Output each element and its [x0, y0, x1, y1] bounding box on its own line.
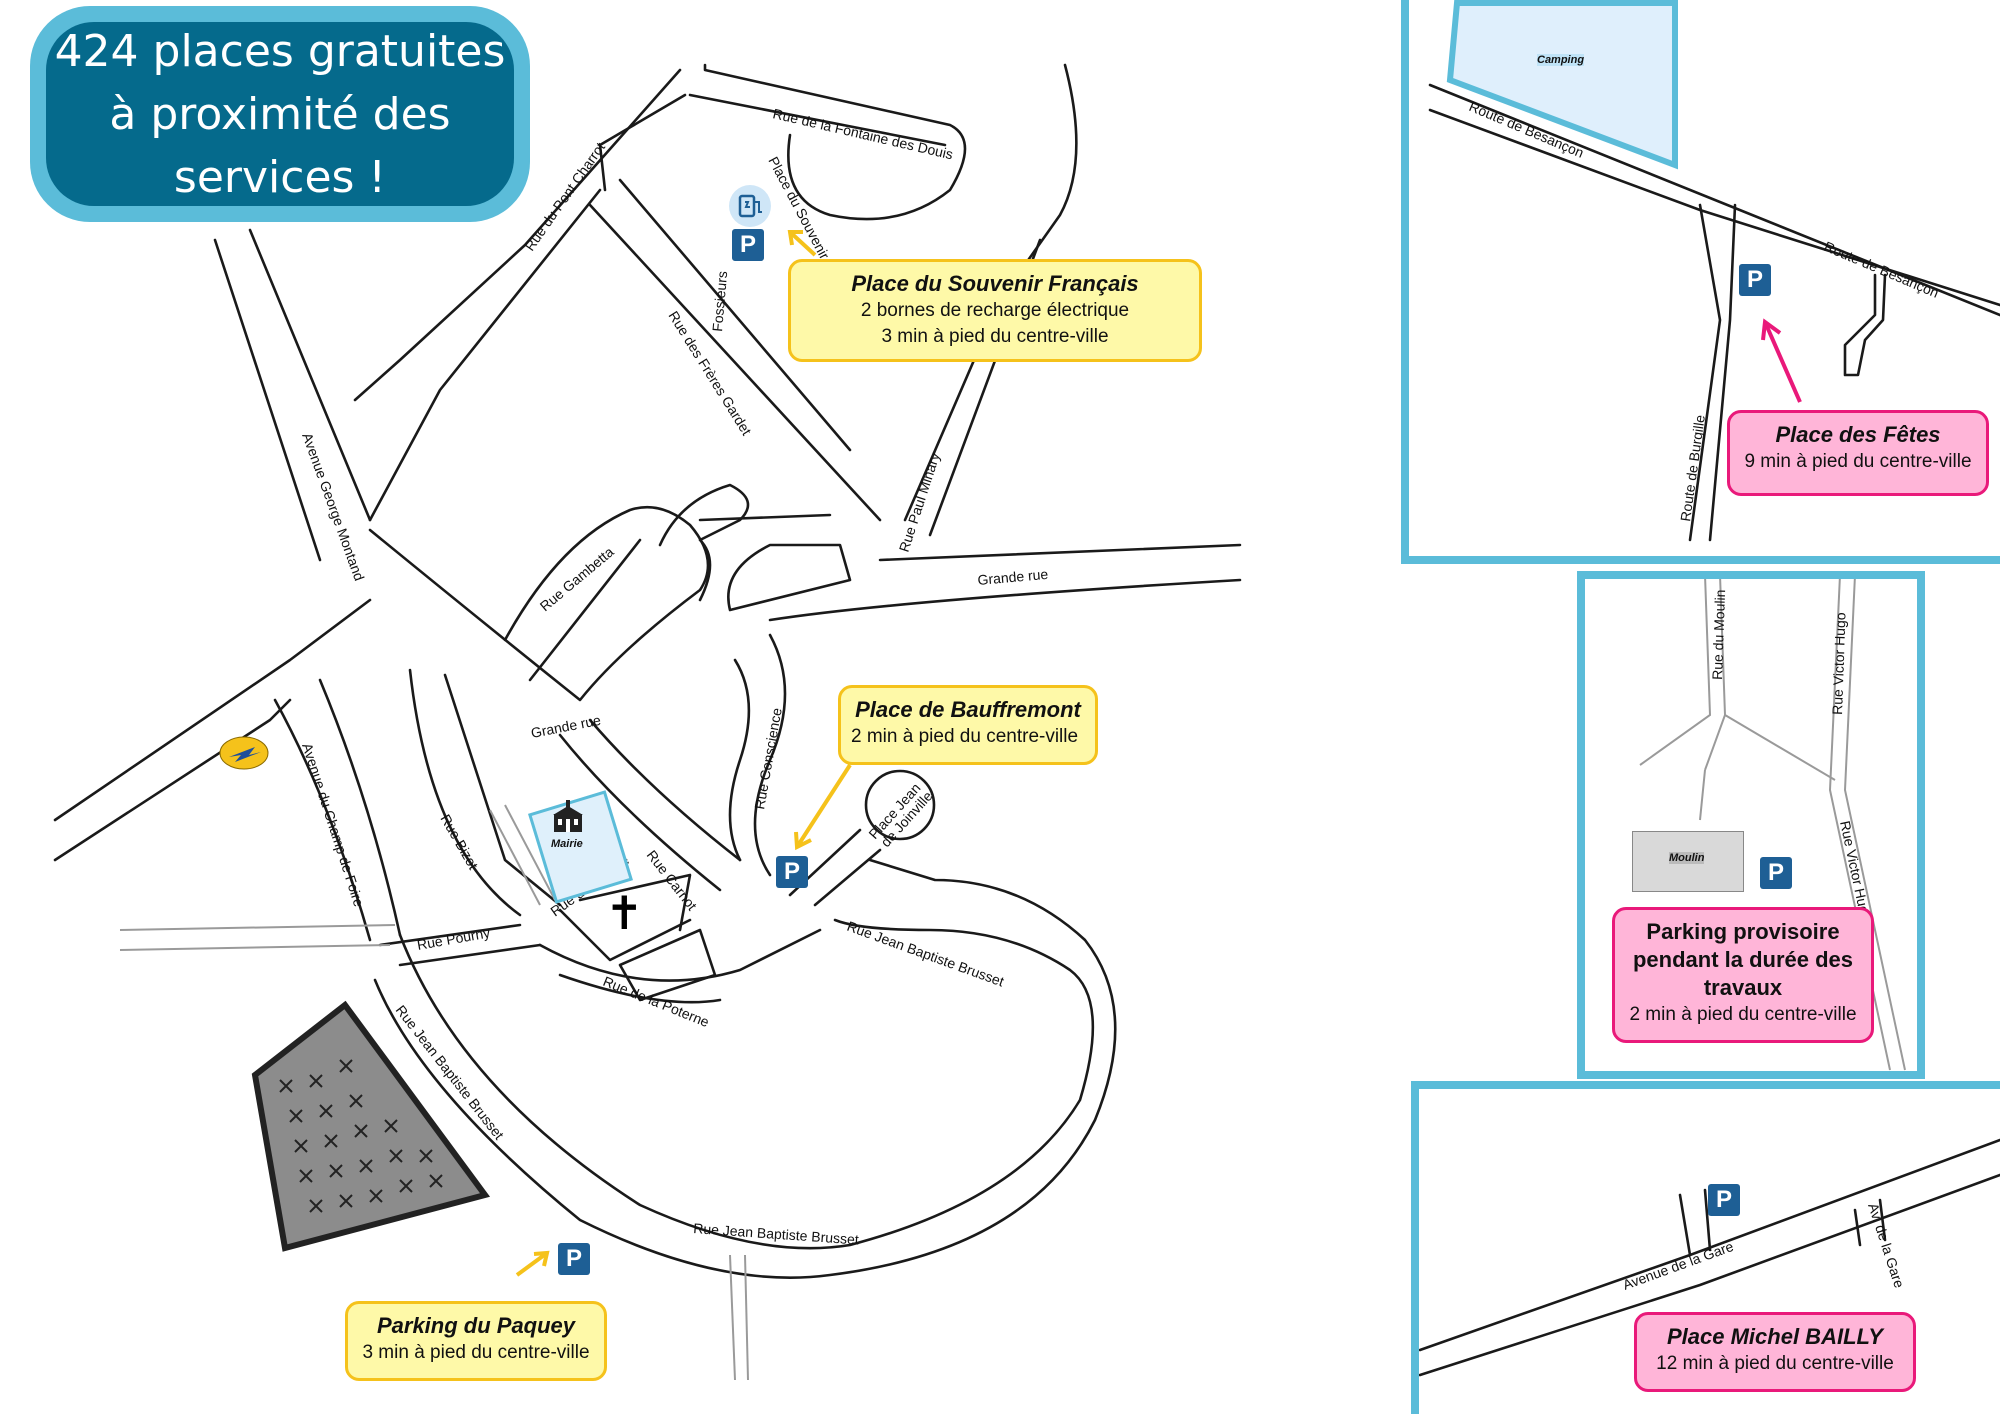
headline-line-1: 424 places gratuites	[54, 25, 506, 77]
callout-place-bauffremont[interactable]: Place de Bauffremont 2 min à pied du cen…	[838, 685, 1098, 765]
street-burgille: Route de Burgille	[1677, 414, 1708, 523]
street-fontaine-douis: Rue de la Fontaine des Douis	[771, 105, 954, 162]
callout-parking-paquey[interactable]: Parking du Paquey 3 min à pied du centre…	[345, 1301, 607, 1381]
parking-icon-souvenir[interactable]: P	[732, 229, 764, 261]
callout-place-des-fetes[interactable]: Place des Fêtes 9 min à pied du centre-v…	[1727, 410, 1989, 496]
headline-banner: 424 places gratuites à proximité des ser…	[30, 6, 530, 222]
callout-detail: 3 min à pied du centre-ville	[881, 326, 1109, 347]
ev-charging-icon	[729, 185, 771, 227]
callout-parking-provisoire[interactable]: Parking provisoire pendant la durée des …	[1612, 907, 1874, 1043]
street-conscience: Rue Conscience	[751, 706, 785, 810]
inset-frame-fetes	[1401, 0, 2000, 564]
cemetery-crosses	[279, 1059, 443, 1213]
parking-icon-fetes[interactable]: P	[1739, 264, 1771, 296]
parking-icon-paquey[interactable]: P	[558, 1243, 590, 1275]
cemetery-area	[251, 1000, 491, 1252]
street-moulin: Rue du Moulin	[1709, 589, 1728, 680]
moulin-building: Moulin	[1632, 831, 1744, 892]
callout-place-souvenir-francais[interactable]: Place du Souvenir Français 2 bornes de r…	[788, 259, 1202, 362]
callout-title-3: travaux	[1703, 975, 1783, 1000]
post-office-icon	[219, 736, 269, 770]
callout-title-1: Parking provisoire	[1646, 919, 1840, 944]
street-victor-hugo-1: Rue Victor Hugo	[1829, 612, 1849, 715]
main-map-roads	[53, 63, 1242, 1381]
town-hall-icon	[553, 800, 583, 832]
street-champ-de-foire: Avenue du Champ de Foire	[299, 741, 367, 909]
callout-detail: 2 bornes de recharge électrique	[860, 300, 1130, 321]
church-cross-icon: ✝	[605, 886, 644, 940]
street-grande-rue-west: Grande rue	[530, 712, 603, 741]
headline-text: 424 places gratuites à proximité des ser…	[46, 22, 514, 206]
street-bizot: Rue Bizot	[437, 812, 481, 873]
arrow-icons	[515, 230, 1802, 1277]
street-gambetta: Rue Gambetta	[537, 543, 617, 614]
arrow-icon	[795, 763, 852, 849]
callout-detail: 9 min à pied du centre-ville	[1744, 451, 1972, 472]
callout-title-2: pendant la durée des	[1632, 947, 1854, 972]
inset-frame-provisoire	[1577, 571, 1925, 1079]
street-paul-minary: Rue Paul Minary	[896, 451, 943, 554]
callout-detail: 3 min à pied du centre-ville	[362, 1342, 590, 1363]
street-brusset-south: Rue Jean Baptiste Brusset	[693, 1220, 860, 1248]
camping-area	[1446, 0, 1678, 170]
mairie-label: Mairie	[551, 838, 583, 850]
street-carnot: Rue Carnot	[644, 847, 701, 913]
street-besancon-e: Route de Besançon	[1822, 238, 1941, 301]
arrow-icon	[1763, 321, 1802, 403]
street-av-gare: Av. de la Gare	[1865, 1201, 1908, 1290]
callout-title: Place Michel BAILLY	[1667, 1324, 1883, 1349]
callout-title: Parking du Paquey	[376, 1313, 576, 1338]
callout-detail: 2 min à pied du centre-ville	[851, 726, 1079, 747]
headline-line-3: services !	[173, 151, 387, 203]
arrow-icon	[788, 230, 817, 257]
street-fossieurs: Fossieurs	[709, 270, 730, 332]
street-brusset-east: Rue Jean Baptiste Brusset	[845, 918, 1006, 990]
callout-detail: 2 min à pied du centre-ville	[1629, 1004, 1857, 1025]
parking-icon-bailly[interactable]: P	[1708, 1184, 1740, 1216]
arrow-icon	[515, 1251, 549, 1277]
street-george-montand: Avenue George Montand	[299, 431, 367, 583]
callout-place-michel-bailly[interactable]: Place Michel BAILLY 12 min à pied du cen…	[1634, 1312, 1916, 1392]
callout-detail: 12 min à pied du centre-ville	[1656, 1353, 1894, 1374]
moulin-label: Moulin	[1669, 852, 1705, 864]
inset-frame-bailly	[1411, 1081, 2000, 1414]
parking-icon-bauffremont[interactable]: P	[776, 856, 808, 888]
street-avenue-gare: Avenue de la Gare	[1621, 1238, 1736, 1293]
headline-line-2: à proximité des	[109, 88, 451, 140]
parking-icon-provisoire[interactable]: P	[1760, 857, 1792, 889]
callout-title: Place du Souvenir Français	[851, 271, 1139, 296]
callout-title: Place de Bauffremont	[855, 697, 1081, 722]
street-grande-rue-east: Grande rue	[977, 566, 1049, 588]
callout-title: Place des Fêtes	[1775, 422, 1941, 447]
street-pourny: Rue Pourny	[416, 924, 492, 953]
camping-label: Camping	[1537, 54, 1585, 66]
